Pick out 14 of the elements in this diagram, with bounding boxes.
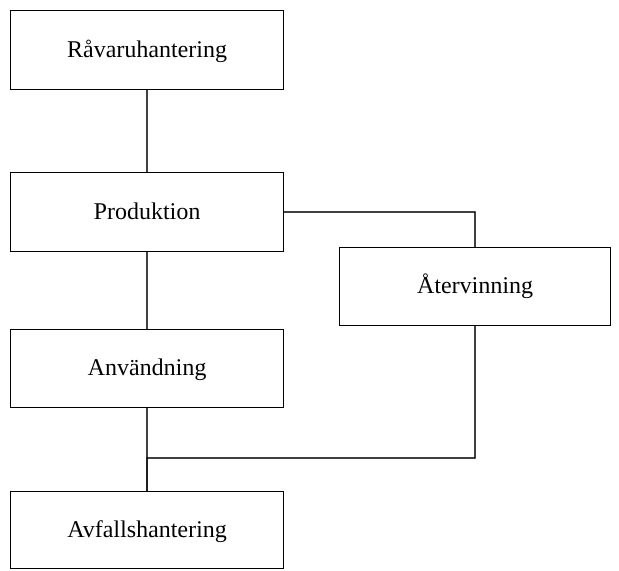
box-label: Återvinning (417, 273, 533, 300)
connector-line (146, 252, 148, 329)
connector-line (146, 326, 476, 491)
process-box (10, 172, 284, 252)
box-label: Råvaruhantering (67, 36, 227, 64)
connector-line (146, 90, 148, 172)
process-box (10, 491, 284, 569)
connector-line (284, 211, 476, 247)
box-label: Avfallshantering (67, 516, 227, 544)
process-box (339, 247, 611, 326)
process-box (10, 10, 284, 90)
box-label: Produktion (94, 198, 200, 226)
box-label: Användning (88, 355, 206, 382)
process-box (10, 329, 284, 408)
